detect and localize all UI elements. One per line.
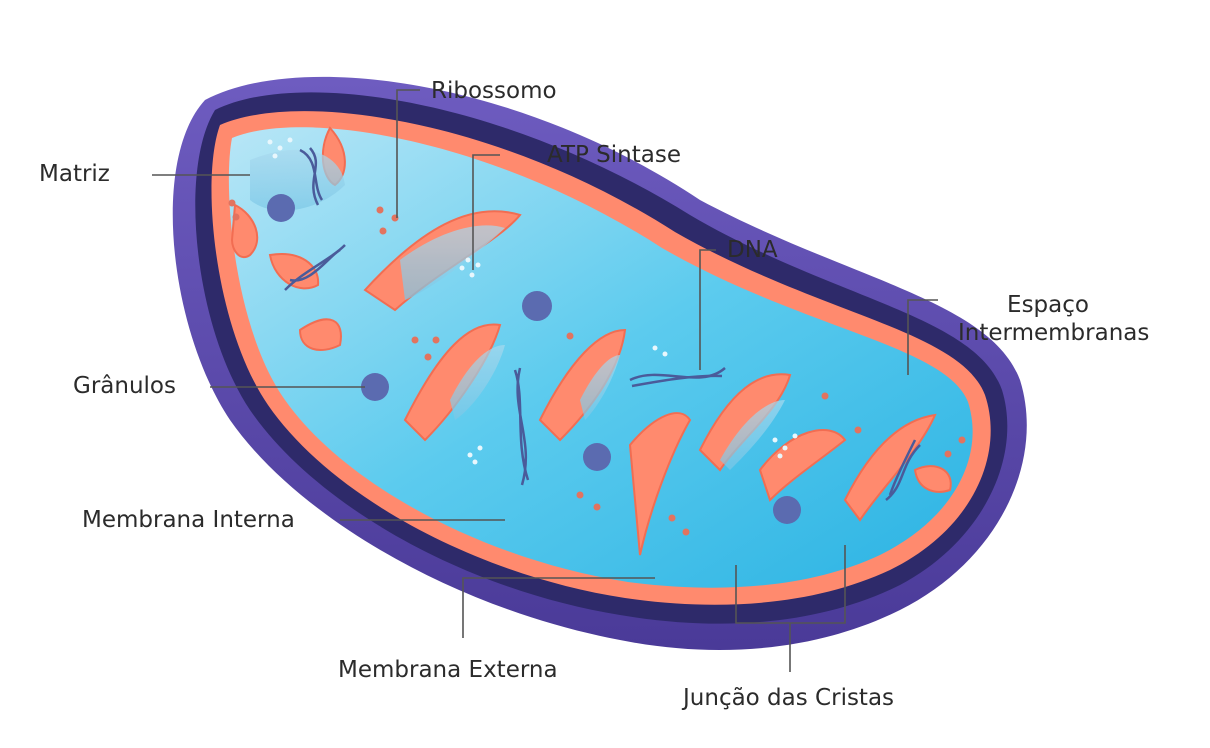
leader-dna	[699, 249, 716, 370]
leader-ribossomo	[396, 89, 420, 218]
label-espaco: Espaço Intermembranas	[958, 292, 1150, 347]
label-membrana-externa: Membrana Externa	[338, 657, 558, 683]
label-ribossomo: Ribossomo	[431, 78, 557, 104]
leader-lines	[152, 89, 938, 672]
label-granulos: Grânulos	[73, 373, 176, 399]
leader-membrana-externa	[462, 577, 655, 638]
label-juncao-das-cristas: Junção das Cristas	[683, 685, 895, 711]
label-espaco-line2: Intermembranas	[958, 319, 1150, 346]
dna-strands	[284, 147, 921, 501]
atp-synthase-dots	[267, 137, 798, 465]
label-membrana-interna: Membrana Interna	[82, 507, 295, 533]
label-atp-sintase: ATP Sintase	[547, 142, 681, 168]
label-dna: DNA	[727, 237, 778, 263]
label-espaco-line1: Espaço	[1007, 292, 1089, 318]
leader-espaco	[907, 299, 938, 375]
leader-atp-sintase	[472, 154, 500, 270]
crista-panels	[250, 149, 785, 470]
granules	[267, 194, 801, 524]
label-matriz: Matriz	[39, 161, 110, 187]
ribosomes	[228, 199, 966, 536]
